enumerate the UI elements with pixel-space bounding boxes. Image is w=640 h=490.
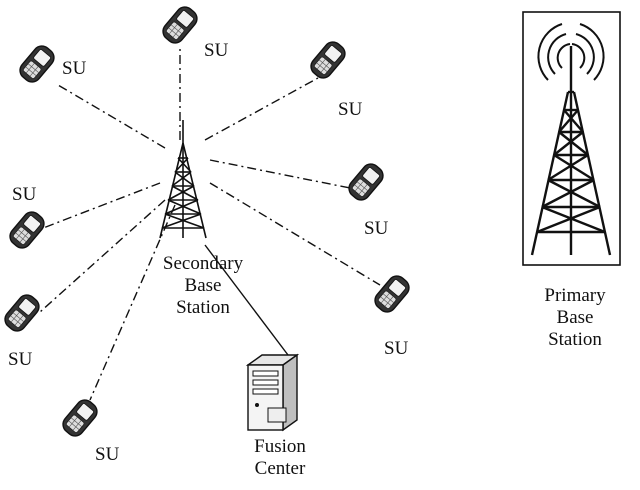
su-phone-top-right: [306, 37, 350, 83]
su-label-top-right: SU: [338, 99, 363, 120]
link-fusion-center: [204, 244, 289, 356]
link-su-top-right: [204, 77, 319, 141]
cell-phone-icon: [158, 2, 202, 48]
primary-label-line-3: Station: [548, 329, 602, 350]
su-links: [37, 46, 381, 401]
link-su-left-upper: [37, 182, 161, 231]
su-phone-top-left: [15, 41, 59, 87]
primary-station-frame: [522, 11, 621, 266]
server-icon: [245, 353, 300, 432]
fusion-center-label: Fusion Center: [239, 436, 321, 480]
secondary-label-line-3: Station: [176, 297, 230, 318]
primary-label-line-1: Primary: [544, 285, 606, 306]
cell-phone-icon: [5, 207, 49, 253]
cell-phone-icon: [370, 271, 414, 317]
radio-waves-icon: [537, 23, 605, 81]
antenna-tower-icon: [530, 46, 612, 256]
su-label-top-center: SU: [204, 40, 229, 61]
fusion-label-line-2: Center: [254, 458, 306, 479]
link-su-left-lower: [39, 199, 166, 313]
secondary-label-line-1: Secondary: [162, 253, 244, 274]
cell-phone-icon: [58, 395, 102, 441]
su-phone-top-center: [158, 2, 202, 48]
fusion-label-line-1: Fusion: [254, 436, 306, 457]
cell-phone-icon: [306, 37, 350, 83]
su-phone-left-upper: [5, 207, 49, 253]
su-phone-bottom-left: [58, 395, 102, 441]
su-label-left-upper: SU: [12, 184, 37, 205]
link-su-top-left: [57, 84, 166, 149]
primary-label-line-2: Base: [556, 307, 594, 328]
cell-phone-icon: [15, 41, 59, 87]
link-su-right-lower: [209, 182, 381, 286]
cell-phone-icon: [0, 290, 44, 336]
link-su-right-upper: [209, 159, 351, 189]
link-su-bottom-left: [89, 204, 176, 401]
su-phone-right-upper: [344, 159, 388, 205]
su-phone-left-lower: [0, 290, 44, 336]
antenna-tower-icon: [159, 120, 207, 239]
su-label-top-left: SU: [62, 58, 87, 79]
cell-phone-icon: [344, 159, 388, 205]
su-label-right-upper: SU: [364, 218, 389, 239]
su-label-bottom-left: SU: [95, 444, 120, 465]
su-phone-right-lower: [370, 271, 414, 317]
secondary-label-line-2: Base: [184, 275, 222, 296]
secondary-base-station-label: Secondary Base Station: [148, 253, 258, 319]
su-label-right-lower: SU: [384, 338, 409, 359]
primary-base-station-label: Primary Base Station: [532, 285, 618, 351]
su-label-left-lower: SU: [8, 349, 33, 370]
